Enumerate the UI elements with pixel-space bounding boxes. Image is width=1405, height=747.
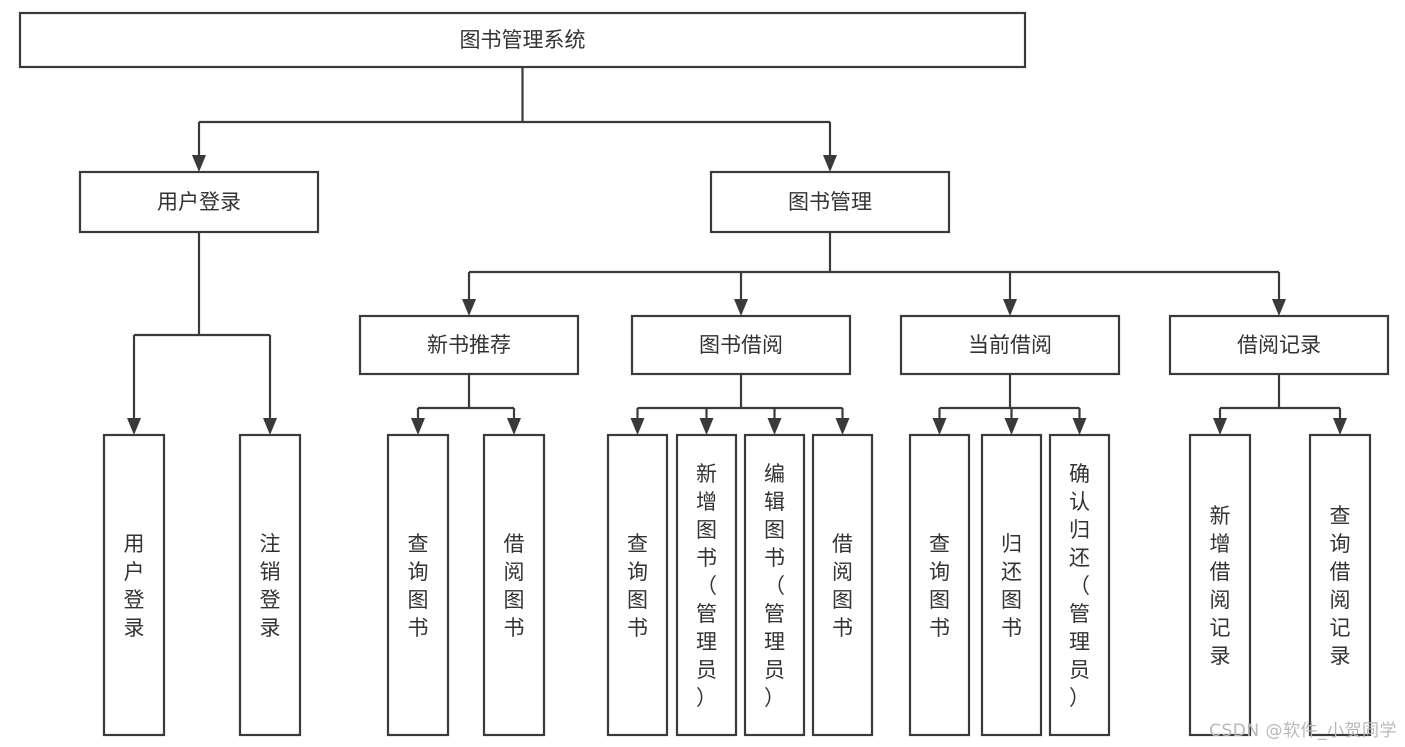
level3-node-1-box xyxy=(630,314,852,376)
root-arrow-1 xyxy=(823,155,837,172)
leaf-node-7-box xyxy=(811,433,874,737)
lvl3-2-arrow-0 xyxy=(932,418,947,435)
leaf-node-12-box xyxy=(1308,433,1372,737)
book-mgmt-arrow-1 xyxy=(734,299,748,316)
level2-node-1[interactable]: 图书管理 xyxy=(709,170,951,234)
leaf-node-1-label: 注销登录 xyxy=(260,532,281,640)
leaf-node-10-box xyxy=(1048,433,1111,737)
level2-node-0-label: 用户登录 xyxy=(157,190,241,214)
leaf-node-5[interactable]: 新增图书（管理员） xyxy=(675,433,738,737)
leaf-node-6-label: 编辑图书（管理员） xyxy=(764,462,785,710)
level3-node-2-box xyxy=(899,314,1121,376)
leaf-node-0[interactable]: 用户登录 xyxy=(102,433,166,737)
leaf-node-5-label: 新增图书（管理员） xyxy=(696,462,717,710)
leaf-node-2[interactable]: 查询图书 xyxy=(386,433,450,737)
level3-node-0[interactable]: 新书推荐 xyxy=(358,314,580,376)
lvl3-1-arrow-3 xyxy=(835,418,850,435)
level3-node-3-box xyxy=(1168,314,1390,376)
leaf-node-4[interactable]: 查询图书 xyxy=(606,433,669,737)
leaf-node-7-label: 借阅图书 xyxy=(832,532,853,640)
root-arrow-0 xyxy=(192,155,206,172)
level2-node-0-box xyxy=(78,170,320,234)
user-login-arrow-1 xyxy=(263,418,277,435)
level2-node-1-box xyxy=(709,170,951,234)
leaf-node-7[interactable]: 借阅图书 xyxy=(811,433,874,737)
lvl3-0-arrow-1 xyxy=(507,418,521,435)
leaf-node-6-box xyxy=(743,433,806,737)
connector-layer xyxy=(127,67,1347,435)
root-node-tushu-guanli-xitong[interactable]: 图书管理系统 xyxy=(18,11,1027,69)
leaf-node-2-box xyxy=(386,433,450,737)
node-layer: 图书管理系统用户登录图书管理新书推荐图书借阅当前借阅借阅记录用户登录注销登录查询… xyxy=(18,11,1390,737)
leaf-node-9[interactable]: 归还图书 xyxy=(980,433,1043,737)
leaf-node-10-label: 确认归还（管理员） xyxy=(1069,462,1090,710)
leaf-node-3[interactable]: 借阅图书 xyxy=(482,433,546,737)
level2-node-0[interactable]: 用户登录 xyxy=(78,170,320,234)
level3-node-0-label: 新书推荐 xyxy=(427,333,511,357)
leaf-node-8[interactable]: 查询图书 xyxy=(908,433,971,737)
leaf-node-0-label: 用户登录 xyxy=(124,532,145,640)
level3-node-2[interactable]: 当前借阅 xyxy=(899,314,1121,376)
leaf-node-3-label: 借阅图书 xyxy=(504,532,525,640)
leaf-node-4-box xyxy=(606,433,669,737)
book-mgmt-arrow-0 xyxy=(462,299,476,316)
book-mgmt-arrow-3 xyxy=(1272,299,1286,316)
book-mgmt-arrow-2 xyxy=(1003,299,1017,316)
level3-node-3-label: 借阅记录 xyxy=(1237,333,1321,357)
leaf-node-2-label: 查询图书 xyxy=(408,532,429,640)
lvl3-1-arrow-0 xyxy=(630,418,645,435)
lvl3-2-arrow-1 xyxy=(1004,418,1019,435)
leaf-node-12[interactable]: 查询借阅记录 xyxy=(1308,433,1372,737)
level3-node-2-label: 当前借阅 xyxy=(968,333,1052,357)
root-node-tushu-guanli-xitong-box xyxy=(18,11,1027,69)
lvl3-2-arrow-2 xyxy=(1072,418,1087,435)
level3-node-0-box xyxy=(358,314,580,376)
lvl3-3-arrow-1 xyxy=(1333,418,1347,435)
leaf-node-11-box xyxy=(1188,433,1252,737)
leaf-node-1-box xyxy=(238,433,302,737)
leaf-node-9-label: 归还图书 xyxy=(1001,532,1022,640)
leaf-node-12-label: 查询借阅记录 xyxy=(1330,504,1351,668)
lvl3-0-arrow-0 xyxy=(411,418,425,435)
level3-node-1[interactable]: 图书借阅 xyxy=(630,314,852,376)
leaf-node-11-label: 新增借阅记录 xyxy=(1210,504,1231,668)
leaf-node-3-box xyxy=(482,433,546,737)
user-login-arrow-0 xyxy=(127,418,141,435)
leaf-node-11[interactable]: 新增借阅记录 xyxy=(1188,433,1252,737)
lvl3-1-arrow-1 xyxy=(699,418,714,435)
leaf-node-6[interactable]: 编辑图书（管理员） xyxy=(743,433,806,737)
level3-node-3[interactable]: 借阅记录 xyxy=(1168,314,1390,376)
lvl3-3-arrow-0 xyxy=(1213,418,1227,435)
root-node-tushu-guanli-xitong-label: 图书管理系统 xyxy=(460,28,586,52)
lvl3-1-arrow-2 xyxy=(767,418,782,435)
leaf-node-9-box xyxy=(980,433,1043,737)
leaf-node-10[interactable]: 确认归还（管理员） xyxy=(1048,433,1111,737)
level3-node-1-label: 图书借阅 xyxy=(699,333,783,357)
leaf-node-4-label: 查询图书 xyxy=(627,532,648,640)
leaf-node-8-label: 查询图书 xyxy=(929,532,950,640)
leaf-node-5-box xyxy=(675,433,738,737)
leaf-node-8-box xyxy=(908,433,971,737)
level2-node-1-label: 图书管理 xyxy=(788,190,872,214)
leaf-node-0-box xyxy=(102,433,166,737)
leaf-node-1[interactable]: 注销登录 xyxy=(238,433,302,737)
